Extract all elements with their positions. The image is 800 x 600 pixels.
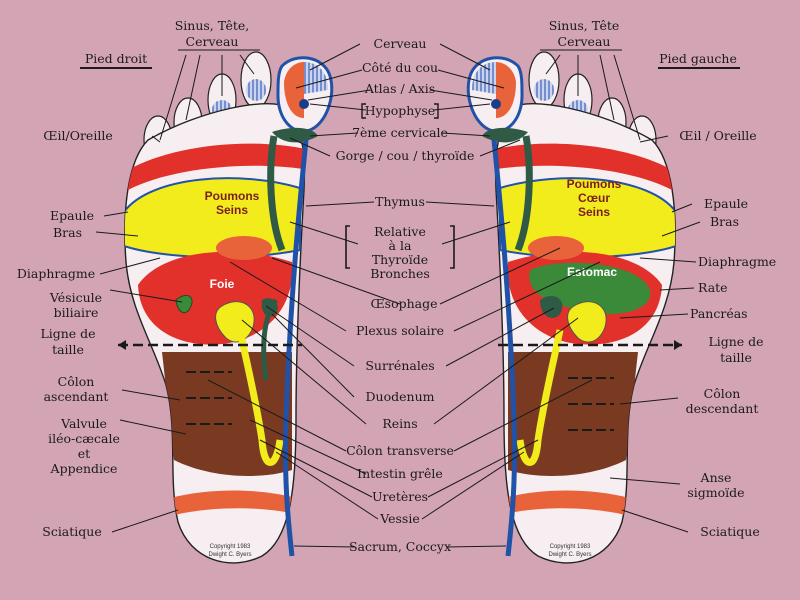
label-anse-2: sigmoïde <box>687 485 744 500</box>
label-relative-1: Relative <box>374 224 426 239</box>
label-valvule-4: Appendice <box>50 461 118 476</box>
copyright-line1-right: Copyright 1983 <box>210 544 251 550</box>
label-vesicule-right-1: Vésicule <box>49 290 102 305</box>
label-bras-left: Bras <box>710 214 739 229</box>
label-epaule-left: Epaule <box>704 196 748 211</box>
label-colon-asc-1: Côlon <box>58 374 95 389</box>
organ-left-poumons: Poumons <box>567 177 622 191</box>
label-surrenales: Surrénales <box>365 358 434 373</box>
label-gorge: Gorge / cou / thyroïde <box>336 148 475 163</box>
label-anse-1: Anse <box>700 470 732 485</box>
label-sinus-left-1: Sinus, Tête <box>549 18 620 33</box>
label-plexus: Plexus solaire <box>356 323 444 338</box>
label-colon-transverse: Côlon transverse <box>346 443 454 458</box>
label-diaphragme-left: Diaphragme <box>698 254 776 269</box>
foot-titles: Pied droit Pied gauche <box>85 51 737 66</box>
label-sciatique-right: Sciatique <box>42 524 102 539</box>
label-sacrum: Sacrum, Coccyx <box>349 539 451 554</box>
label-oesophage: Œsophage <box>370 296 437 311</box>
label-ligne-right-2: taille <box>52 342 84 357</box>
organ-left-coeur: Cœur <box>578 191 610 205</box>
label-sciatique-left: Sciatique <box>700 524 760 539</box>
copyright-line2-left: Dwight C. Byers <box>548 552 591 558</box>
label-valvule-2: iléo-cæcale <box>48 431 120 446</box>
label-relative-2: à la <box>389 238 412 253</box>
label-sinus-left-2: Cerveau <box>558 34 611 49</box>
label-ligne-right-1: Ligne de <box>40 326 95 341</box>
left-foot: Poumons Cœur Seins Estomac Copyright 198… <box>466 51 682 564</box>
organ-right-poumons: Poumons <box>205 189 260 203</box>
left-foot-labels: Sinus, Tête Cerveau Œil / Oreille Epaule… <box>549 18 777 539</box>
label-relative-3: Thyroïde <box>372 252 428 267</box>
center-labels: Cerveau Côté du cou Atlas / Axis Hypophy… <box>336 36 475 554</box>
label-cervicale: 7ème cervicale <box>352 125 448 140</box>
organ-right-foie: Foie <box>210 277 235 291</box>
copyright-line2-right: Dwight C. Byers <box>208 552 251 558</box>
organ-right-seins: Seins <box>216 203 248 217</box>
label-vesicule-right-2: biliaire <box>54 305 99 320</box>
label-relative-4: Bronches <box>370 266 430 281</box>
label-colon-desc-2: descendant <box>686 401 759 416</box>
organ-left-estomac: Estomac <box>567 265 617 279</box>
label-sinus-right-2: Cerveau <box>186 34 239 49</box>
label-oeil-left: Œil / Oreille <box>679 128 756 143</box>
right-foot: Poumons Seins Foie Copyright 1983 Dwight… <box>118 51 334 564</box>
label-colon-asc-2: ascendant <box>44 389 109 404</box>
label-thymus: Thymus <box>375 194 425 209</box>
leader-lines <box>80 43 740 548</box>
label-ligne-left-1: Ligne de <box>708 334 763 349</box>
label-sinus-right-1: Sinus, Tête, <box>175 18 250 33</box>
label-pancreas: Pancréas <box>690 306 748 321</box>
label-rate: Rate <box>698 280 728 295</box>
label-hypophyse: Hypophyse <box>365 103 435 118</box>
label-oeil-right: Œil/Oreille <box>43 128 112 143</box>
label-bras-right: Bras <box>53 225 82 240</box>
label-atlas: Atlas / Axis <box>364 81 435 96</box>
label-cerveau: Cerveau <box>374 36 427 51</box>
label-diaphragme-right: Diaphragme <box>17 266 95 281</box>
label-epaule-right: Epaule <box>50 208 94 223</box>
label-vessie: Vessie <box>379 511 420 526</box>
label-duodenum: Duodenum <box>366 389 435 404</box>
label-valvule-3: et <box>78 446 90 461</box>
copyright-line1-left: Copyright 1983 <box>550 544 591 550</box>
label-ureteres: Uretères <box>372 489 428 504</box>
label-valvule-1: Valvule <box>60 416 107 431</box>
title-left-foot: Pied gauche <box>659 51 737 66</box>
label-ligne-left-2: taille <box>720 350 752 365</box>
title-right-foot: Pied droit <box>85 51 147 66</box>
label-reins: Reins <box>382 416 417 431</box>
label-cote-du-cou: Côté du cou <box>362 60 438 75</box>
label-intestin: Intestin grêle <box>357 466 443 481</box>
label-colon-desc-1: Côlon <box>704 386 741 401</box>
right-foot-labels: Sinus, Tête, Cerveau Œil/Oreille Epaule … <box>17 18 249 539</box>
organ-left-seins: Seins <box>578 205 610 219</box>
